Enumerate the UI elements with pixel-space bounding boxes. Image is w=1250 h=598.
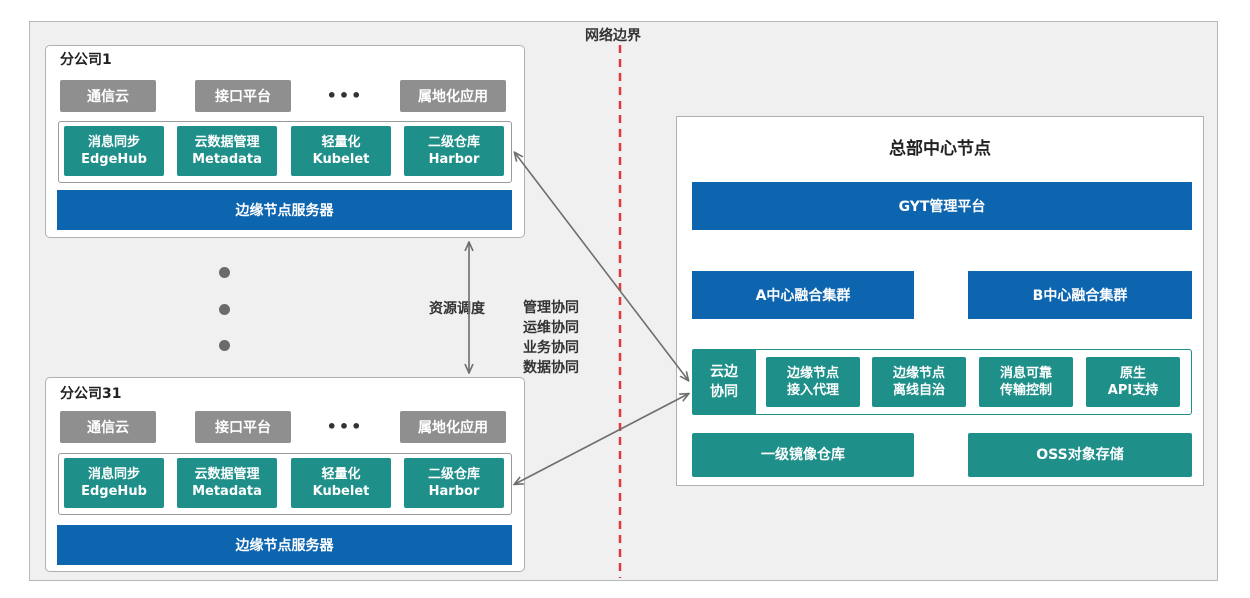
branch-31-harbor: 二级仓库 Harbor	[404, 458, 504, 508]
reliable-messaging-line1: 消息可靠	[999, 366, 1052, 381]
branch-1-edge-server: 边缘节点服务器	[57, 190, 512, 230]
branch-1-interface-platform: 接口平台	[195, 80, 291, 112]
harbor-line2: Harbor	[428, 484, 480, 499]
branch-1-harbor: 二级仓库 Harbor	[404, 126, 504, 176]
native-api-line2: API支持	[1107, 383, 1159, 398]
metadata-line2: Metadata	[192, 152, 262, 167]
native-api-support: 原生 API支持	[1086, 357, 1180, 407]
metadata-line1: 云数据管理	[194, 135, 260, 150]
branch-31-comm-cloud: 通信云	[60, 411, 156, 443]
edgehub-line1: 消息同步	[87, 467, 140, 482]
reliable-messaging: 消息可靠 传输控制	[979, 357, 1073, 407]
branch-1-title: 分公司1	[60, 52, 112, 68]
branch-1-ellipsis: •••	[326, 86, 364, 105]
kubelet-line1: 轻量化	[321, 135, 361, 150]
branch-31-interface-platform: 接口平台	[195, 411, 291, 443]
branch-31-edgehub: 消息同步 EdgeHub	[64, 458, 164, 508]
network-boundary-label: 网络边界	[585, 28, 641, 44]
native-api-line1: 原生	[1119, 366, 1146, 381]
access-proxy-line2: 接入代理	[786, 383, 839, 398]
metadata-line1: 云数据管理	[194, 467, 260, 482]
cluster-a: A中心融合集群	[692, 271, 914, 319]
branch-31-edge-server: 边缘节点服务器	[57, 525, 512, 565]
branch-1-sync-arrow	[515, 153, 688, 380]
cloud-edge-line1: 云边	[710, 364, 738, 380]
access-proxy-line1: 边缘节点	[786, 366, 839, 381]
branch-31-local-apps: 属地化应用	[400, 411, 506, 443]
offline-autonomy-line1: 边缘节点	[892, 366, 945, 381]
ellipsis-dot-1	[219, 267, 230, 278]
oss-object-storage: OSS对象存储	[968, 433, 1192, 477]
branch-1-edgehub: 消息同步 EdgeHub	[64, 126, 164, 176]
cloud-edge-collab-label: 云边 协同	[692, 349, 756, 415]
harbor-line1: 二级仓库	[427, 135, 480, 150]
branch-31-metadata: 云数据管理 Metadata	[177, 458, 277, 508]
offline-autonomy-line2: 离线自治	[892, 383, 945, 398]
kubelet-line1: 轻量化	[321, 467, 361, 482]
edge-offline-autonomy: 边缘节点 离线自治	[872, 357, 966, 407]
edgehub-line2: EdgeHub	[81, 152, 147, 167]
primary-image-registry: 一级镜像仓库	[692, 433, 914, 477]
gyt-platform: GYT管理平台	[692, 182, 1192, 230]
metadata-line2: Metadata	[192, 484, 262, 499]
kubelet-line2: Kubelet	[312, 152, 370, 167]
cloud-edge-line2: 协同	[710, 384, 738, 400]
ellipsis-dot-2	[219, 304, 230, 315]
branch-31-ellipsis: •••	[326, 417, 364, 436]
branch-31-sync-arrow	[515, 394, 688, 484]
branch-1-comm-cloud: 通信云	[60, 80, 156, 112]
branch-1-kubelet: 轻量化 Kubelet	[291, 126, 391, 176]
edgehub-line2: EdgeHub	[81, 484, 147, 499]
hq-title: 总部中心节点	[889, 139, 991, 159]
ellipsis-dot-3	[219, 340, 230, 351]
branch-1-local-apps: 属地化应用	[400, 80, 506, 112]
branch-31-kubelet: 轻量化 Kubelet	[291, 458, 391, 508]
harbor-line1: 二级仓库	[427, 467, 480, 482]
branch-1-metadata: 云数据管理 Metadata	[177, 126, 277, 176]
edgehub-line1: 消息同步	[87, 135, 140, 150]
cluster-b: B中心融合集群	[968, 271, 1192, 319]
branch-31-title: 分公司31	[60, 386, 122, 402]
edge-access-proxy: 边缘节点 接入代理	[766, 357, 860, 407]
reliable-messaging-line2: 传输控制	[999, 383, 1052, 398]
kubelet-line2: Kubelet	[312, 484, 370, 499]
harbor-line2: Harbor	[428, 152, 480, 167]
